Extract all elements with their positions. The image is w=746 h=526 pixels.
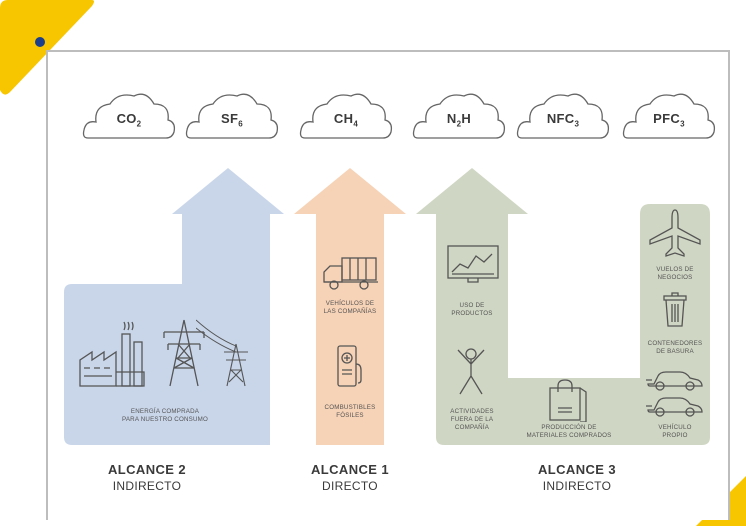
yellow-corner-top-left	[0, 0, 94, 95]
scope3-vehiculo-label: VEHÍCULO PROPIO	[658, 424, 692, 439]
truck-icon	[323, 257, 378, 290]
scope1-title-block: ALCANCE 1 DIRECTO	[285, 462, 415, 493]
gas-label-co2: CO2	[116, 111, 142, 129]
scope2-arrow	[64, 168, 284, 445]
scope3-arrow	[416, 168, 710, 445]
cloud-icon	[412, 93, 506, 139]
trash-bin-icon	[663, 292, 687, 327]
cloud-pfc3: PFC3	[620, 88, 718, 146]
person-jumping-icon	[457, 348, 485, 395]
scope2-caption: ENERGÍA COMPRADA PARA NUESTRO CONSUMO	[121, 408, 209, 423]
bullet-dot-icon	[35, 37, 45, 47]
airplane-icon	[649, 209, 701, 257]
gas-label-pfc3: PFC3	[653, 111, 685, 129]
cloud-sf6: SF6	[183, 88, 281, 146]
cloud-icon	[516, 93, 610, 139]
factory-icon	[79, 321, 145, 387]
scope3-vuelos-label: VUELOS DE NEGOCIOS	[656, 266, 694, 281]
scope1-arrow	[294, 168, 406, 445]
scope3-actividades-label: ACTIVIDADES FUERA DE LA COMPAÑÍA	[450, 408, 494, 431]
scope3-title-block: ALCANCE 3 INDIRECTO	[512, 462, 642, 493]
cloud-co2: CO2	[80, 88, 178, 146]
power-line-icon	[196, 319, 236, 353]
scope2-title-block: ALCANCE 2 INDIRECTO	[82, 462, 212, 493]
shopping-bag-icon	[549, 379, 587, 422]
gas-label-sf6: SF6	[221, 111, 243, 129]
power-tower-icon	[163, 319, 205, 387]
scope2-subtitle: INDIRECTO	[112, 479, 182, 493]
gas-label-ch4: CH4	[333, 111, 359, 129]
cloud-n2h: N2H	[410, 88, 508, 146]
scope1-title: ALCANCE 1	[311, 462, 389, 477]
scope3-produccion-label: PRODUCCIÓN DE MATERIALES COMPRADOS	[526, 424, 612, 439]
cloud-icon	[185, 93, 279, 139]
scope1-subtitle: DIRECTO	[322, 479, 378, 493]
scope1-fuels-label: COMBUSTIBLES FÓSILES	[324, 404, 376, 419]
scope3-subtitle: INDIRECTO	[542, 479, 612, 493]
cloud-nfc3: NFC3	[514, 88, 612, 146]
monitor-chart-icon	[447, 245, 499, 283]
cloud-icon	[622, 93, 716, 139]
fuel-pump-icon	[337, 345, 362, 387]
cloud-icon	[82, 93, 176, 139]
cloud-icon	[299, 93, 393, 139]
scope1-vehicles-label: VEHÍCULOS DE LAS COMPAÑÍAS	[323, 300, 377, 315]
scope2-title: ALCANCE 2	[108, 462, 186, 477]
cars-icon	[646, 371, 703, 417]
small-power-tower-icon	[224, 343, 248, 387]
scope3-title: ALCANCE 3	[538, 462, 616, 477]
cloud-ch4: CH4	[297, 88, 395, 146]
scope3-contenedores-label: CONTENEDORES DE BASURA	[647, 340, 703, 355]
gas-label-nfc3: NFC3	[546, 111, 580, 129]
gas-label-n2h: N2H	[446, 111, 472, 129]
scope3-uso-label: USO DE PRODUCTOS	[451, 302, 493, 317]
